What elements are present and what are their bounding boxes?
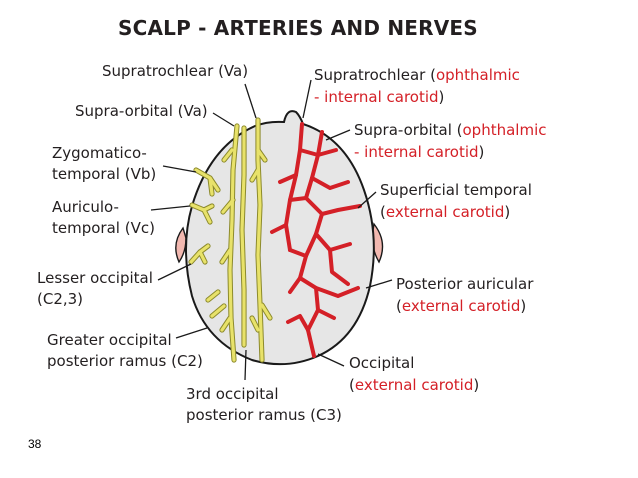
label-occipital-artery-2: (external carotid)	[349, 376, 480, 394]
label-lesser-occipital-1: Lesser occipital	[37, 269, 153, 287]
scalp-outline	[185, 110, 375, 366]
label-supraorbital-nerve: Supra-orbital (Va)	[75, 102, 208, 120]
label-superficial-temporal-2: (external carotid)	[380, 203, 511, 221]
label-supratrochlear-nerve: Supratrochlear (Va)	[102, 62, 249, 80]
label-supraorbital-artery-1: Supra-orbital (ophthalmic	[354, 121, 547, 139]
page-number: 38	[28, 437, 42, 451]
label-zygomaticotemporal-2: temporal (Vb)	[52, 165, 157, 183]
label-supratrochlear-artery-2: - internal carotid)	[314, 88, 445, 106]
nerves-group	[188, 117, 273, 363]
label-supraorbital-artery-2: - internal carotid)	[354, 143, 485, 161]
label-occipital-artery-1: Occipital	[349, 354, 415, 372]
left-ear	[175, 226, 187, 264]
label-third-occipital-1: 3rd occipital	[186, 385, 279, 403]
leader-lines	[150, 79, 393, 381]
label-supratrochlear-artery-1: Supratrochlear (ophthalmic	[314, 66, 520, 84]
arteries-group	[270, 122, 362, 358]
diagram-title: SCALP - ARTERIES AND NERVES	[118, 16, 478, 40]
label-posterior-auricular-1: Posterior auricular	[396, 275, 534, 293]
label-zygomaticotemporal-1: Zygomatico-	[52, 144, 147, 162]
label-greater-occipital-1: Greater occipital	[47, 331, 172, 349]
label-auriculotemporal-1: Auriculo-	[52, 198, 119, 216]
label-lesser-occipital-2: (C2,3)	[37, 290, 84, 308]
label-third-occipital-2: posterior ramus (C3)	[186, 406, 342, 424]
label-greater-occipital-2: posterior ramus (C2)	[47, 352, 203, 370]
label-superficial-temporal-1: Superficial temporal	[380, 181, 532, 199]
label-posterior-auricular-2: (external carotid)	[396, 297, 527, 315]
label-auriculotemporal-2: temporal (Vc)	[52, 219, 155, 237]
